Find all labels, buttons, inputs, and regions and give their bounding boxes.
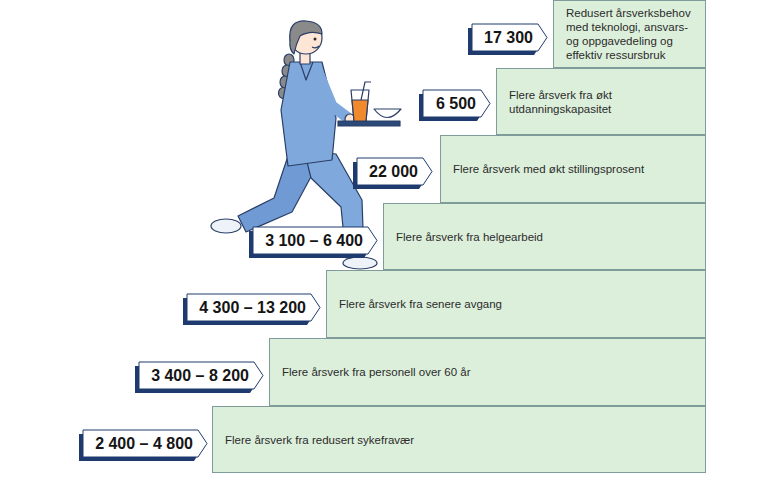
number-text: 6 500 [436, 90, 476, 117]
number-text: 17 300 [484, 24, 533, 51]
callout-number: 3 400 – 8 200 [139, 362, 263, 389]
number-text: 22 000 [369, 158, 418, 185]
callout-number: 17 300 [472, 24, 547, 51]
step-text: Flere årsverk fra redusert sykefravær [213, 433, 422, 447]
stair-step: Flere årsverk fra senere avgang [326, 270, 706, 338]
callout-face [187, 294, 320, 321]
callout-face [83, 430, 207, 457]
callout-number: 22 000 [357, 158, 432, 185]
callout-face [472, 24, 547, 51]
callout-face [253, 227, 377, 254]
stair-step: Flere årsverk med økt stillingsprosent [440, 135, 706, 203]
callout-number: 2 400 – 4 800 [83, 430, 207, 457]
number-text: 2 400 – 4 800 [95, 430, 193, 457]
stair-step: Redusert årsverksbehov med teknologi, an… [553, 0, 706, 68]
stair-step: Flere årsverk fra økt utdanningskapasite… [496, 68, 706, 135]
callout-number: 4 300 – 13 200 [187, 294, 320, 321]
callout-face [423, 90, 490, 117]
callout-face [357, 158, 432, 185]
step-text: Redusert årsverksbehov med teknologi, an… [554, 6, 705, 62]
step-text: Flere årsverk fra senere avgang [327, 297, 510, 311]
step-text: Flere årsverk fra personell over 60 år [270, 365, 479, 379]
stair-step: Flere årsverk fra redusert sykefravær [212, 406, 706, 473]
callout-number: 6 500 [423, 90, 490, 117]
callout-number: 3 100 – 6 400 [253, 227, 377, 254]
step-text: Flere årsverk fra helgearbeid [384, 230, 551, 244]
number-text: 3 100 – 6 400 [265, 227, 363, 254]
step-text: Flere årsverk fra økt utdanningskapasite… [497, 88, 705, 116]
number-text: 4 300 – 13 200 [199, 294, 306, 321]
number-text: 3 400 – 8 200 [151, 362, 249, 389]
callout-face [139, 362, 263, 389]
step-text: Flere årsverk med økt stillingsprosent [441, 162, 652, 176]
stair-step: Flere årsverk fra personell over 60 år [269, 338, 706, 406]
stair-step: Flere årsverk fra helgearbeid [383, 203, 706, 270]
